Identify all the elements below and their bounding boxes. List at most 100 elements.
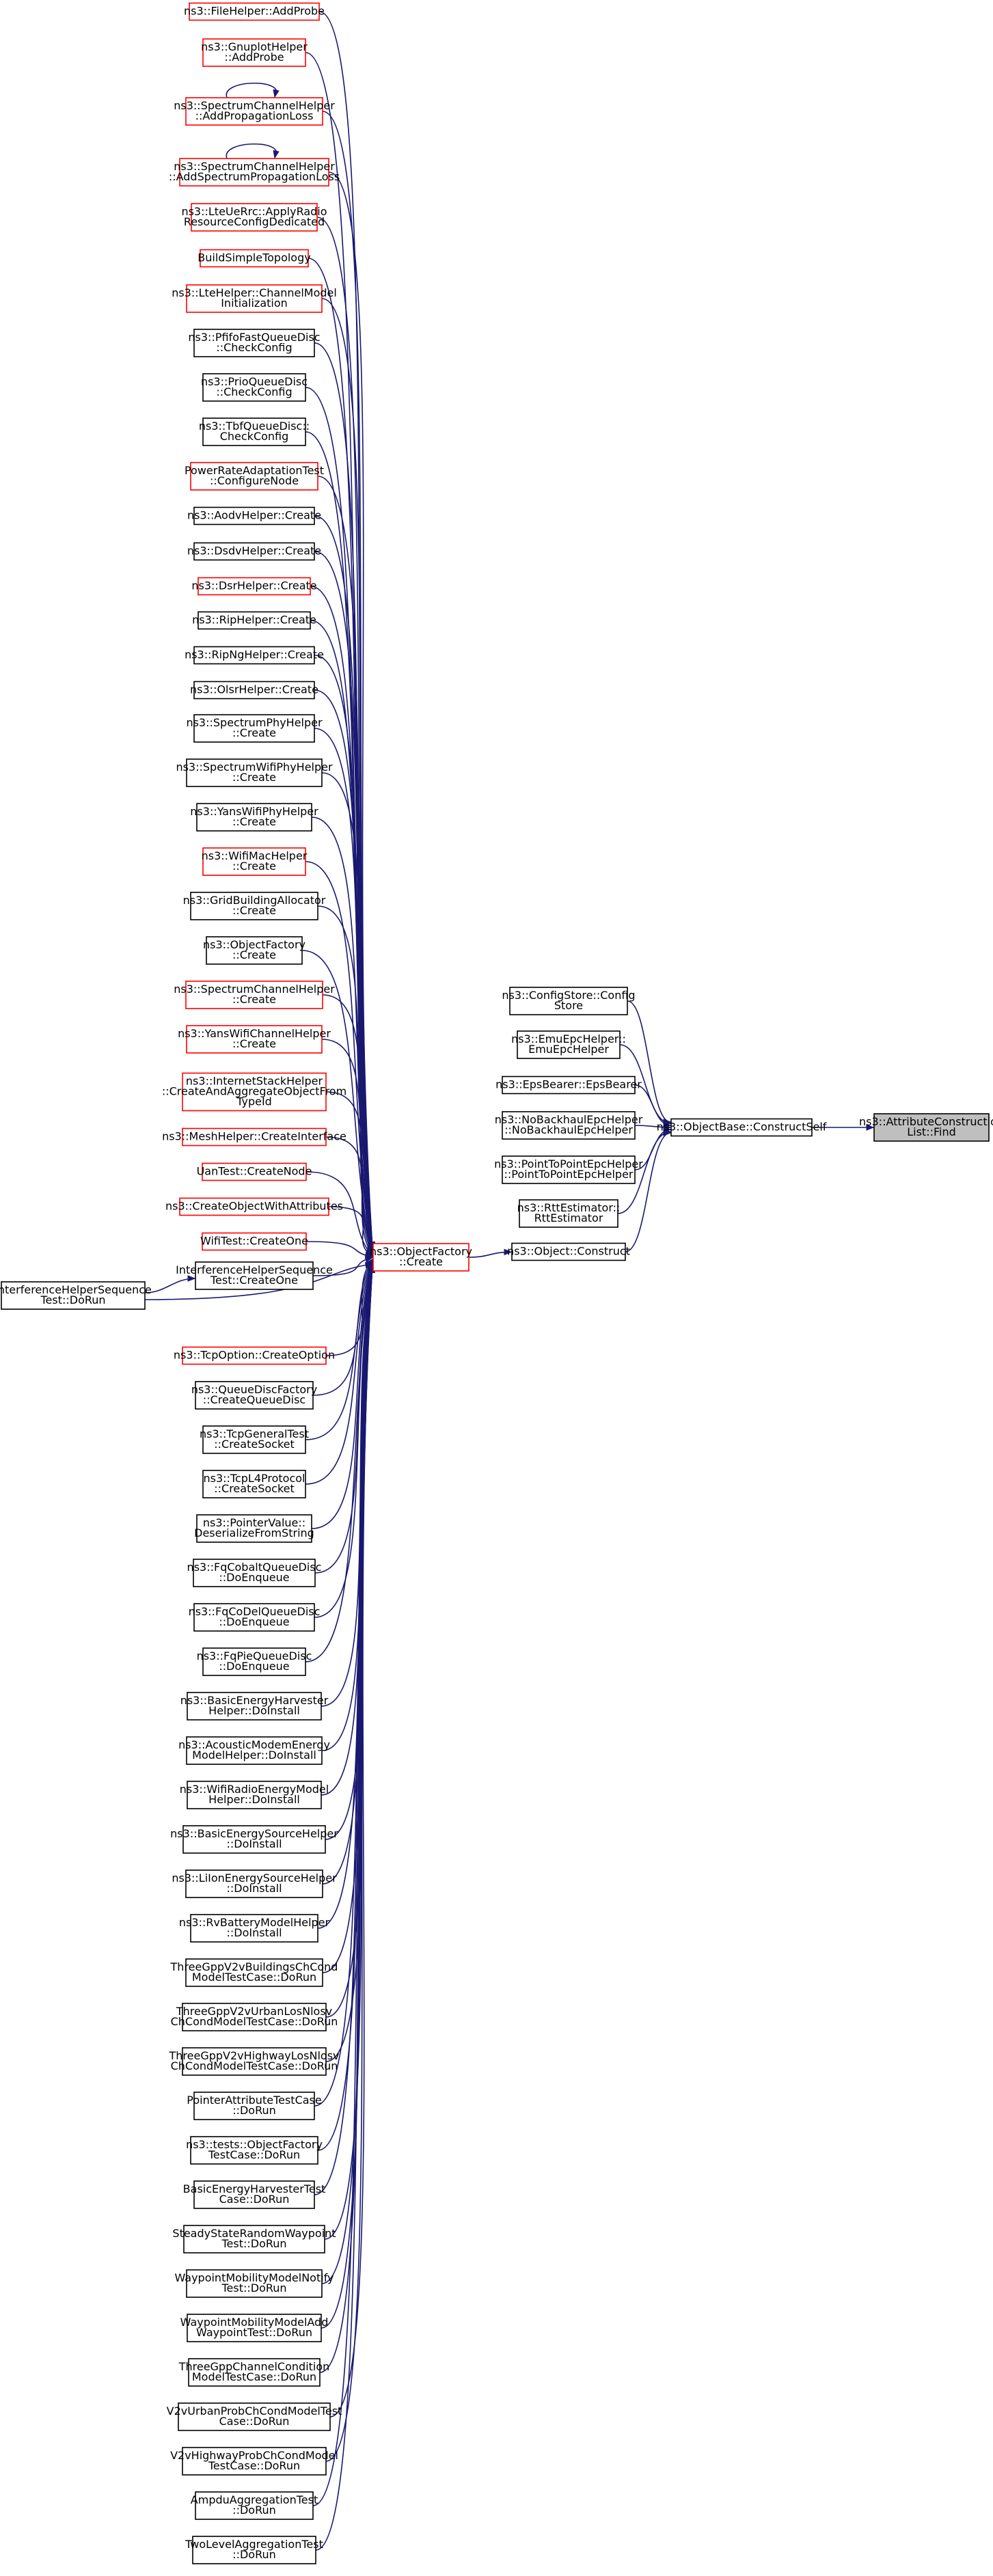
- graph-node-c19[interactable]: ns3::SpectrumWifiPhyHelper::Create: [176, 758, 333, 787]
- node-box[interactable]: [185, 1958, 323, 1987]
- node-box[interactable]: [873, 1113, 990, 1142]
- node-box[interactable]: [185, 1869, 323, 1898]
- node-box[interactable]: [202, 373, 306, 402]
- node-box[interactable]: [182, 2047, 327, 2076]
- graph-node-c55[interactable]: ThreeGppChannelConditionModelTestCase::D…: [178, 2358, 330, 2387]
- graph-node-c30[interactable]: WifiTest::CreateOne: [200, 1232, 308, 1251]
- node-box[interactable]: [193, 681, 315, 700]
- graph-node-c21[interactable]: ns3::WifiMacHelper::Create: [202, 847, 308, 876]
- node-box[interactable]: [182, 2447, 327, 2476]
- node-box[interactable]: [517, 1030, 621, 1059]
- graph-node-c37[interactable]: ns3::FqCobaltQueueDisc::DoEnqueue: [187, 1559, 322, 1587]
- node-box[interactable]: [202, 1425, 306, 1454]
- node-box[interactable]: [190, 462, 318, 491]
- node-box[interactable]: [195, 2491, 314, 2520]
- node-box[interactable]: [182, 1825, 326, 1854]
- node-box[interactable]: [186, 758, 323, 787]
- graph-node-c26[interactable]: ns3::InternetStackHelper::CreateAndAggre…: [162, 1072, 346, 1112]
- node-box[interactable]: [193, 714, 315, 743]
- node-box[interactable]: [190, 1914, 318, 1943]
- graph-node-n_nobackhaul[interactable]: ns3::NoBackhaulEpcHelper::NoBackhaulEpcH…: [495, 1111, 643, 1140]
- graph-node-c49[interactable]: PointerAttributeTestCase::DoRun: [187, 2092, 322, 2120]
- node-box[interactable]: [195, 1381, 314, 1410]
- graph-node-c25[interactable]: ns3::YansWifiChannelHelper::Create: [178, 1025, 331, 1054]
- graph-node-c45[interactable]: ns3::RvBatteryModelHelper::DoInstall: [179, 1914, 330, 1943]
- graph-node-c08[interactable]: ns3::PfifoFastQueueDisc::CheckConfig: [188, 329, 321, 357]
- graph-node-c35[interactable]: ns3::TcpL4Protocol::CreateSocket: [202, 1470, 306, 1498]
- node-box[interactable]: [202, 38, 306, 67]
- graph-node-c13[interactable]: ns3::DsdvHelper::Create: [187, 542, 321, 561]
- node-box[interactable]: [182, 1127, 327, 1147]
- graph-node-c32[interactable]: ns3::TcpOption::CreateOption: [174, 1346, 335, 1365]
- graph-node-c58[interactable]: AmpduAggregationTest::DoRun: [191, 2491, 318, 2520]
- graph-node-n_p2pepc[interactable]: ns3::PointToPointEpcHelper::PointToPoint…: [494, 1155, 643, 1184]
- graph-node-c40[interactable]: ns3::BasicEnergyHarvesterHelper::DoInsta…: [180, 1692, 329, 1721]
- node-box[interactable]: [193, 1603, 315, 1632]
- graph-node-c39[interactable]: ns3::FqPieQueueDisc::DoEnqueue: [197, 1647, 312, 1676]
- node-box[interactable]: [200, 249, 309, 268]
- graph-node-c09[interactable]: ns3::PrioQueueDisc::CheckConfig: [201, 373, 308, 402]
- node-box[interactable]: [206, 936, 303, 965]
- graph-node-c16[interactable]: ns3::RipNgHelper::Create: [185, 646, 324, 665]
- graph-node-c15[interactable]: ns3::RipHelper::Create: [192, 611, 316, 630]
- node-box[interactable]: [202, 1232, 307, 1251]
- graph-node-c03[interactable]: ns3::SpectrumChannelHelper::AddPropagati…: [174, 97, 335, 126]
- node-box[interactable]: [195, 1261, 314, 1290]
- node-box[interactable]: [186, 284, 323, 313]
- graph-node-c18[interactable]: ns3::SpectrumPhyHelper::Create: [186, 714, 323, 743]
- node-box[interactable]: [186, 1025, 323, 1054]
- graph-node-n_emuepc[interactable]: ns3::EmuEpcHelper::EmuEpcHelper: [511, 1030, 626, 1059]
- graph-node-c23[interactable]: ns3::ObjectFactory::Create: [203, 936, 305, 965]
- graph-node-c42[interactable]: ns3::WifiRadioEnergyModelHelper::DoInsta…: [180, 1781, 329, 1809]
- node-box[interactable]: [202, 1162, 307, 1181]
- node-box[interactable]: [670, 1118, 813, 1137]
- node-box[interactable]: [193, 506, 315, 525]
- node-box[interactable]: [187, 2314, 322, 2342]
- graph-node-c22[interactable]: ns3::GridBuildingAllocator::Create: [183, 892, 326, 920]
- node-box[interactable]: [196, 803, 312, 832]
- node-box[interactable]: [511, 1242, 626, 1261]
- graph-node-n_factorycreate[interactable]: ns3::ObjectFactory::Create: [370, 1243, 472, 1272]
- node-box[interactable]: [182, 2003, 327, 2031]
- node-box[interactable]: [187, 1781, 322, 1809]
- node-box[interactable]: [185, 981, 323, 1009]
- node-box[interactable]: [182, 1346, 327, 1365]
- graph-node-n_objconstruct[interactable]: ns3::Object::Construct: [507, 1242, 630, 1261]
- node-box[interactable]: [193, 2180, 315, 2209]
- graph-node-c47[interactable]: ThreeGppV2vUrbanLosNlosvChCondModelTestC…: [171, 2003, 338, 2031]
- graph-node-c28[interactable]: UanTest::CreateNode: [197, 1162, 312, 1181]
- graph-node-n_epsbearer[interactable]: ns3::EpsBearer::EpsBearer: [495, 1075, 642, 1095]
- graph-node-c07[interactable]: ns3::LteHelper::ChannelModelInitializati…: [172, 284, 337, 313]
- graph-node-c06[interactable]: BuildSimpleTopology: [198, 249, 311, 268]
- graph-node-c17[interactable]: ns3::OlsrHelper::Create: [190, 681, 318, 700]
- node-box[interactable]: [196, 1514, 312, 1543]
- node-box[interactable]: [189, 2, 320, 21]
- graph-node-c38[interactable]: ns3::FqCoDelQueueDisc::DoEnqueue: [189, 1603, 321, 1632]
- node-box[interactable]: [186, 1736, 323, 1765]
- graph-node-c11[interactable]: PowerRateAdaptationTest::ConfigureNode: [185, 462, 324, 491]
- node-box[interactable]: [178, 2402, 331, 2431]
- node-box[interactable]: [198, 577, 311, 596]
- graph-node-c33[interactable]: ns3::QueueDiscFactory::CreateQueueDisc: [191, 1381, 317, 1410]
- graph-node-c59[interactable]: TwoLevelAggregationTest::DoRun: [185, 2536, 323, 2564]
- node-box[interactable]: [198, 611, 311, 630]
- node-box[interactable]: [188, 2358, 321, 2387]
- graph-node-c12[interactable]: ns3::AodvHelper::Create: [187, 506, 321, 525]
- graph-node-c24[interactable]: ns3::SpectrumChannelHelper::Create: [174, 981, 335, 1009]
- graph-node-c43[interactable]: ns3::BasicEnergySourceHelper::DoInstall: [170, 1825, 338, 1854]
- node-box[interactable]: [193, 1559, 316, 1587]
- node-box[interactable]: [182, 1072, 327, 1112]
- node-box[interactable]: [519, 1199, 618, 1228]
- node-box[interactable]: [502, 1075, 636, 1095]
- graph-node-c36[interactable]: ns3::PointerValue::DeserializeFromString: [194, 1514, 314, 1543]
- node-box[interactable]: [502, 1111, 636, 1140]
- graph-node-n_configstore[interactable]: ns3::ConfigStore::ConfigStore: [502, 987, 636, 1015]
